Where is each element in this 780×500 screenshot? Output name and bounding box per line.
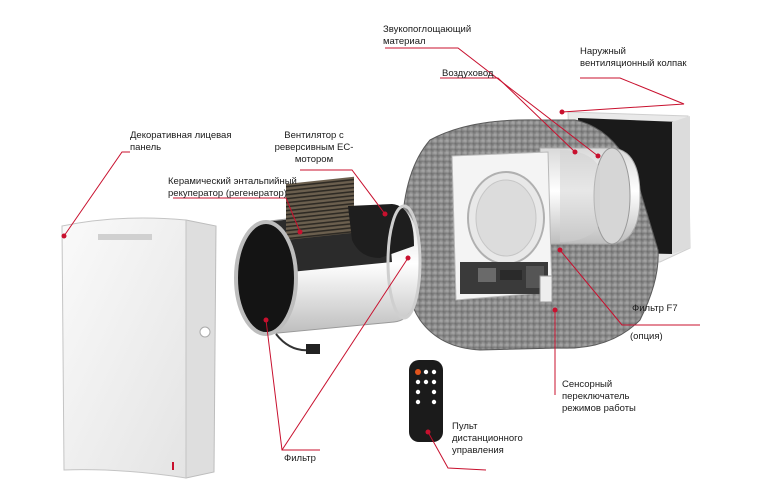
leader-lines [63, 47, 700, 471]
remote-control [409, 360, 443, 442]
decorative-panel [61, 217, 217, 479]
label-fan: Вентилятор с реверсивным ЕС- мотором [274, 130, 354, 165]
label-filter-f7: Фильтр F7 [632, 303, 678, 314]
label-sound-absorbing: Звукопоглощающий материал [383, 24, 472, 47]
label-decorative-panel: Декоративная лицевая панель [130, 130, 232, 153]
label-recuperator: Керамический энтальпийный рекуператор (р… [168, 176, 297, 199]
label-outer-hood: Наружный вентиляционный колпак [580, 46, 687, 69]
label-touch-switch: Сенсорный переключатель режимов работы [562, 379, 636, 414]
label-remote: Пульт дистанционного управления [452, 421, 523, 456]
label-filter: Фильтр [284, 453, 316, 464]
label-air-duct: Воздуховод [442, 68, 494, 79]
inner-frame [451, 151, 553, 303]
recuperator-cartridge [234, 176, 422, 354]
air-duct [539, 147, 641, 245]
anchor-dots [61, 109, 601, 435]
label-filter-f7-option: (опция) [630, 331, 663, 342]
